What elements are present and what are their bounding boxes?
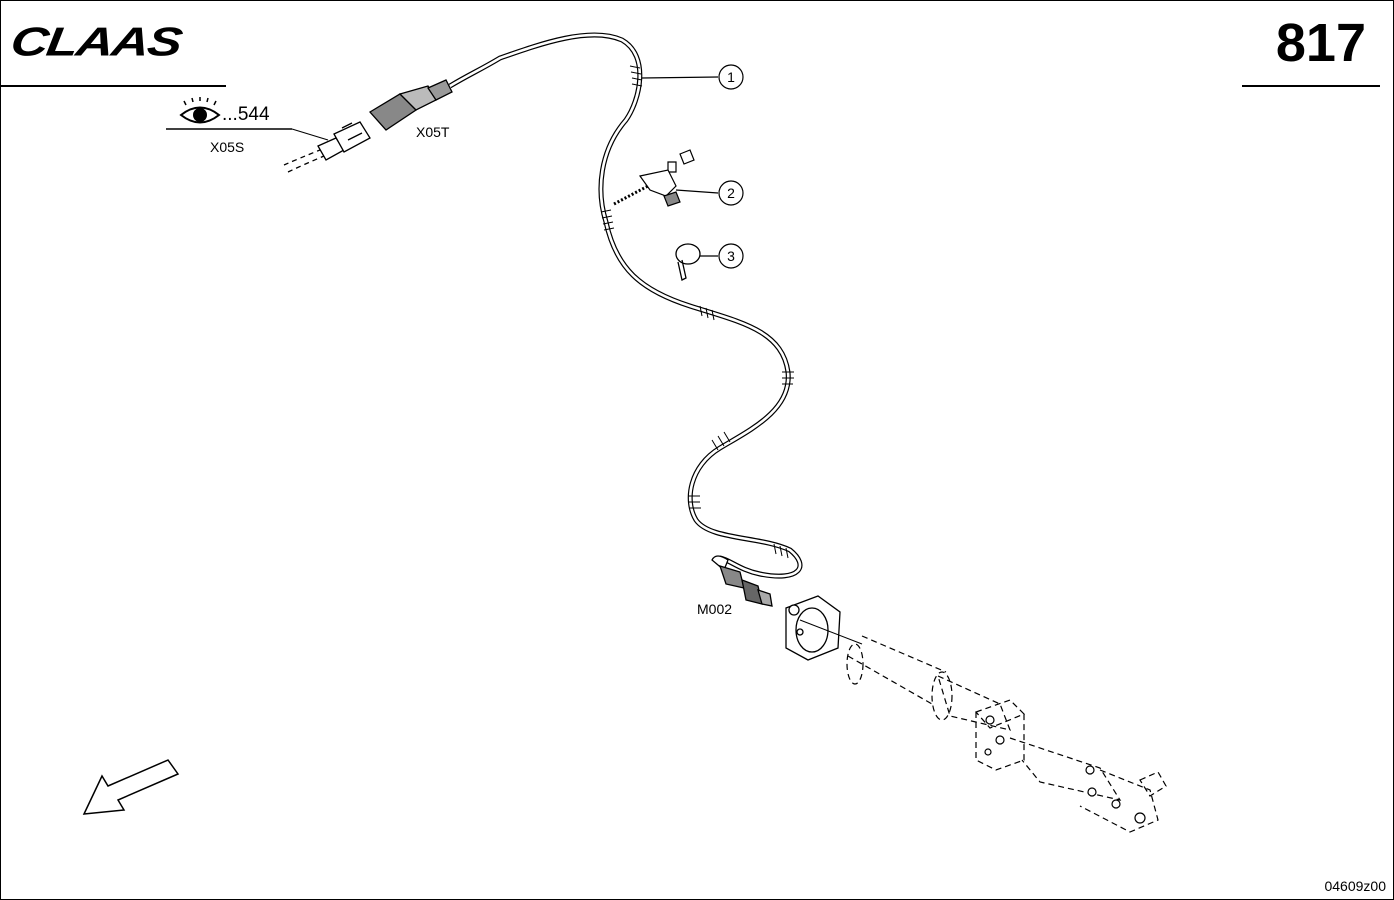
logo-underline (0, 85, 226, 87)
sensor-axis-line (799, 619, 863, 645)
hydraulic-cylinder (846, 635, 1167, 833)
direction-arrow-icon (82, 759, 180, 815)
connector-label-x05t: X05T (416, 124, 450, 140)
reference-page: ...544 (222, 104, 270, 125)
clamp-with-screw (613, 149, 695, 207)
x05s-connector (283, 121, 371, 173)
callout-1-number: 1 (727, 69, 735, 85)
sensor-bracket (785, 595, 841, 661)
connector-label-m002: M002 (697, 601, 733, 617)
m002-sensor-plug (711, 555, 773, 607)
callout-1 (641, 64, 744, 90)
cable-tie (675, 243, 701, 281)
callout-2-number: 2 (727, 185, 735, 201)
cable-corrugation (600, 65, 794, 559)
drawing-id: 04609z00 (1324, 878, 1386, 894)
callout-2 (675, 180, 744, 206)
x05t-connector (368, 79, 453, 131)
callout-3-number: 3 (727, 248, 735, 264)
reference-leader (291, 128, 329, 141)
cable-harness (448, 32, 803, 579)
page-number-underline (1242, 85, 1380, 87)
callout-3 (700, 243, 744, 269)
eye-icon (179, 97, 221, 124)
cylinder-bolts (984, 715, 1146, 824)
connector-label-x05s: X05S (210, 139, 245, 155)
page-number: 817 (1275, 13, 1366, 73)
